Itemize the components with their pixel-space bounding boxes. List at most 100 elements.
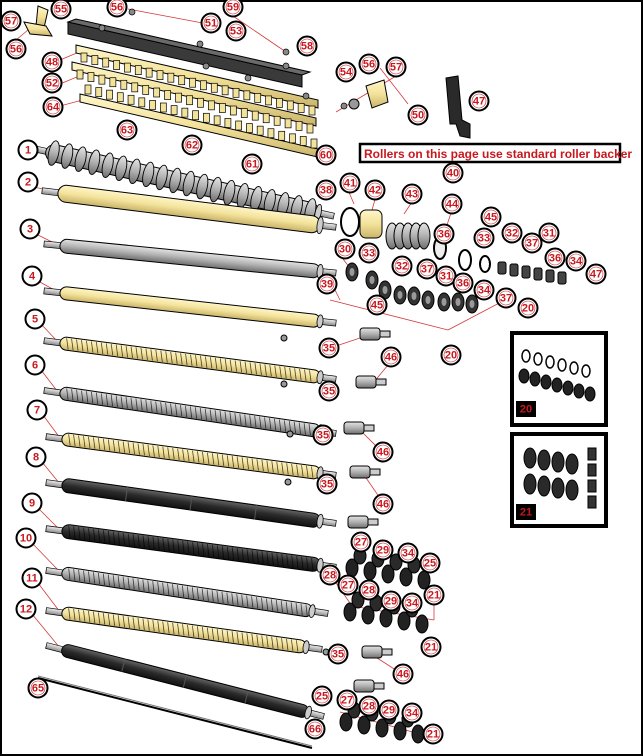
roller-7 (45, 432, 337, 481)
callout-label: 51 (205, 18, 217, 30)
banner-text: Rollers on this page use standard roller… (364, 147, 632, 161)
callout-60: 60 (315, 144, 337, 166)
callout-label: 35 (317, 430, 329, 442)
rollers (29, 140, 337, 720)
callout-56: 56 (5, 38, 27, 60)
callout-label: 61 (246, 159, 258, 171)
callout-roller-4: 4 (21, 265, 43, 287)
callout-28: 28 (358, 695, 380, 717)
callout-50: 50 (407, 104, 429, 126)
callout-roller-10: 10 (15, 527, 37, 549)
roller-9 (45, 524, 337, 573)
callout-20: 20 (517, 297, 539, 319)
callout-47: 47 (585, 263, 607, 285)
inset-label: 21 (520, 507, 532, 519)
roller-4 (43, 286, 337, 329)
callout-46: 46 (380, 346, 402, 368)
callout-roller-12: 12 (15, 598, 37, 620)
callout-64: 64 (42, 96, 64, 118)
callout-label: 56 (111, 2, 123, 14)
callout-58: 58 (296, 35, 318, 57)
callout-label: 55 (55, 4, 67, 16)
callout-32: 32 (501, 222, 523, 244)
roller-5 (43, 336, 337, 385)
callout-29: 29 (372, 539, 394, 561)
callout-label: 28 (363, 585, 375, 597)
callout-label: 46 (377, 499, 389, 511)
callout-46: 46 (372, 441, 394, 463)
callout-label: 47 (473, 96, 485, 108)
callout-38: 38 (315, 179, 337, 201)
callout-37: 37 (416, 258, 438, 280)
callout-label: 6 (32, 360, 38, 372)
callout-30: 30 (334, 238, 356, 260)
callout-label: 34 (478, 285, 491, 297)
callout-40: 40 (442, 162, 464, 184)
callout-label: 64 (47, 102, 60, 114)
callout-37: 37 (521, 232, 543, 254)
roller-3 (43, 238, 337, 279)
top-rail-assembly (23, 5, 471, 159)
callout-label: 58 (301, 41, 313, 53)
callout-label: 35 (332, 649, 344, 661)
callout-27: 27 (337, 574, 359, 596)
callout-54: 54 (335, 61, 357, 83)
callout-34: 34 (473, 279, 495, 301)
callout-label: 38 (320, 185, 332, 197)
callout-roller-11: 11 (21, 567, 43, 589)
callout-label: 42 (369, 185, 381, 197)
callout-label: 32 (506, 228, 518, 240)
callout-66: 66 (304, 718, 326, 740)
callout-label: 44 (446, 199, 459, 211)
callout-35: 35 (312, 424, 334, 446)
callout-label: 28 (363, 701, 375, 713)
callout-36: 36 (452, 272, 474, 294)
callout-label: 53 (230, 26, 242, 38)
callout-label: 35 (323, 386, 335, 398)
standard-backer-banner: Rollers on this page use standard roller… (358, 142, 632, 164)
callout-label: 36 (438, 229, 450, 241)
callout-label: 59 (227, 2, 239, 14)
callout-label: 65 (32, 683, 44, 695)
callout-label: 34 (406, 708, 419, 720)
callout-label: 11 (26, 573, 38, 585)
callout-label: 33 (363, 248, 375, 260)
callout-29: 29 (378, 699, 400, 721)
callout-label: 29 (383, 705, 395, 717)
callout-47: 47 (468, 90, 490, 112)
callout-28: 28 (319, 564, 341, 586)
callout-roller-1: 1 (17, 139, 39, 161)
callout-label: 33 (478, 233, 490, 245)
callout-label: 60 (320, 150, 332, 162)
callout-37: 37 (495, 287, 517, 309)
callout-33: 33 (473, 227, 495, 249)
inset-label: 20 (520, 404, 532, 416)
callout-label: 31 (543, 228, 555, 240)
callout-65: 65 (27, 677, 49, 699)
roller-8 (45, 478, 337, 529)
callout-label: 32 (396, 261, 408, 273)
callout-label: 8 (33, 452, 39, 464)
callout-45: 45 (366, 294, 388, 316)
callout-53: 53 (225, 20, 247, 42)
callout-label: 31 (440, 271, 452, 283)
callout-36: 36 (544, 247, 566, 269)
callout-roller-2: 2 (17, 171, 39, 193)
callout-21: 21 (422, 723, 444, 745)
callout-label: 52 (46, 78, 58, 90)
callout-label: 46 (377, 447, 389, 459)
callout-label: 39 (321, 279, 333, 291)
callout-43: 43 (401, 183, 423, 205)
callout-label: 37 (500, 293, 512, 305)
inset-20 (510, 331, 608, 427)
callout-31: 31 (538, 222, 560, 244)
callout-27: 27 (336, 689, 358, 711)
callout-62: 62 (181, 134, 203, 156)
callout-41: 41 (339, 172, 361, 194)
callout-label: 45 (371, 300, 383, 312)
callout-label: 12 (20, 604, 32, 616)
callout-roller-5: 5 (24, 308, 46, 330)
callout-44: 44 (441, 193, 463, 215)
